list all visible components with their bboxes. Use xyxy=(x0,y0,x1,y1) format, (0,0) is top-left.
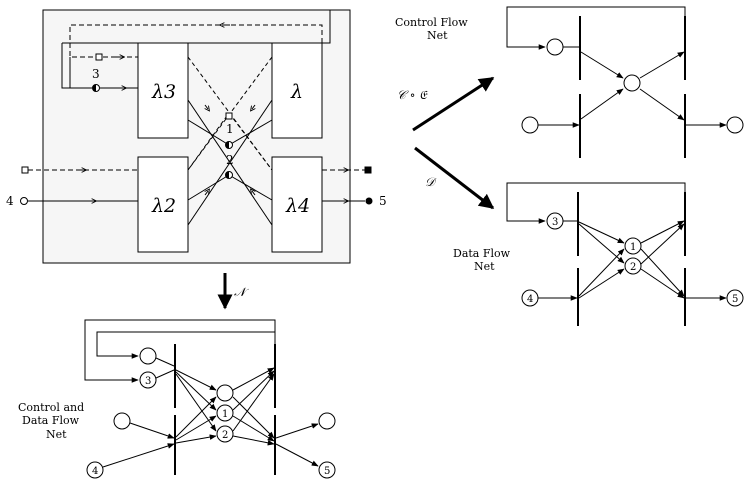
df-place-2 xyxy=(624,257,642,275)
arrow-to-control-net xyxy=(412,76,495,132)
df-place-2-label: 2 xyxy=(630,262,636,273)
cn-place-control-right xyxy=(318,412,336,430)
cf-place-bottom-left xyxy=(521,116,539,134)
df-place-4-label: 4 xyxy=(527,294,533,305)
transform-arrows: 𝒞 ∘ 𝔈 𝒟 𝒩 xyxy=(217,76,495,310)
cf-place-right xyxy=(726,116,744,134)
arrow-combined-label: 𝒩 xyxy=(234,285,249,299)
data-net-title-2: Net xyxy=(474,260,495,273)
data-net-title-1: Data Flow xyxy=(453,247,511,260)
control-net-title-2: Net xyxy=(427,29,448,42)
control-feedback-loop xyxy=(69,24,323,58)
port-3-control xyxy=(95,53,103,61)
cn-place-control-top xyxy=(139,347,157,365)
port-5 xyxy=(365,197,373,205)
arrow-data-label: 𝒟 xyxy=(425,175,437,189)
label-lambda3: λ3 xyxy=(151,81,176,103)
cf-place-center xyxy=(623,74,641,92)
port-3-label: 3 xyxy=(92,67,100,81)
arrow-control-label: 𝒞 ∘ 𝔈 xyxy=(397,88,429,102)
box-lambda xyxy=(271,42,323,139)
port-1-control xyxy=(225,112,233,120)
component-diagram: 3 λ3 λ λ2 λ4 xyxy=(6,9,387,264)
df-place-5 xyxy=(726,289,744,307)
combined-net: Control and Data Flow Net 3 1 2 xyxy=(18,319,336,479)
combined-title-2: Data Flow xyxy=(22,414,80,427)
box-lambda3 xyxy=(137,42,189,139)
left-control-port xyxy=(21,166,29,174)
cf-place-top-left xyxy=(546,38,564,56)
df-place-5-label: 5 xyxy=(732,294,738,305)
box-lambda4 xyxy=(271,156,323,253)
cn-place-1 xyxy=(216,404,234,422)
cn-place-control-left xyxy=(113,412,131,430)
df-place-1 xyxy=(624,237,642,255)
cn-place-5-label: 5 xyxy=(324,466,330,477)
port-2-label: 2 xyxy=(226,153,234,167)
data-flow-net: Data Flow Net 3 1 2 4 5 xyxy=(453,182,744,326)
label-lambda4: λ4 xyxy=(285,195,310,217)
df-place-3-label: 3 xyxy=(552,217,558,228)
cn-place-5 xyxy=(318,461,336,479)
port-1-label: 1 xyxy=(226,122,234,136)
port-4 xyxy=(20,197,28,205)
cn-place-1-label: 1 xyxy=(222,409,228,420)
cn-place-3-label: 3 xyxy=(145,376,151,387)
cn-place-3 xyxy=(139,371,157,389)
label-lambda2: λ2 xyxy=(151,195,176,217)
cn-place-2-label: 2 xyxy=(222,430,228,441)
control-flow-net: Control Flow Net xyxy=(395,6,744,158)
combined-title-1: Control and xyxy=(18,401,84,414)
arrow-to-data-net xyxy=(414,146,495,210)
cn-place-4-label: 4 xyxy=(92,466,98,477)
cn-place-4 xyxy=(86,461,104,479)
box-lambda2 xyxy=(137,156,189,253)
combined-title-3: Net xyxy=(46,428,67,441)
cn-place-2 xyxy=(216,425,234,443)
port-4-label: 4 xyxy=(6,194,14,208)
df-place-1-label: 1 xyxy=(630,242,636,253)
right-control-port xyxy=(364,166,372,174)
port-5-label: 5 xyxy=(379,194,387,208)
control-net-title-1: Control Flow xyxy=(395,16,468,29)
label-lambda: λ xyxy=(290,81,303,103)
cn-place-control-center xyxy=(216,384,234,402)
